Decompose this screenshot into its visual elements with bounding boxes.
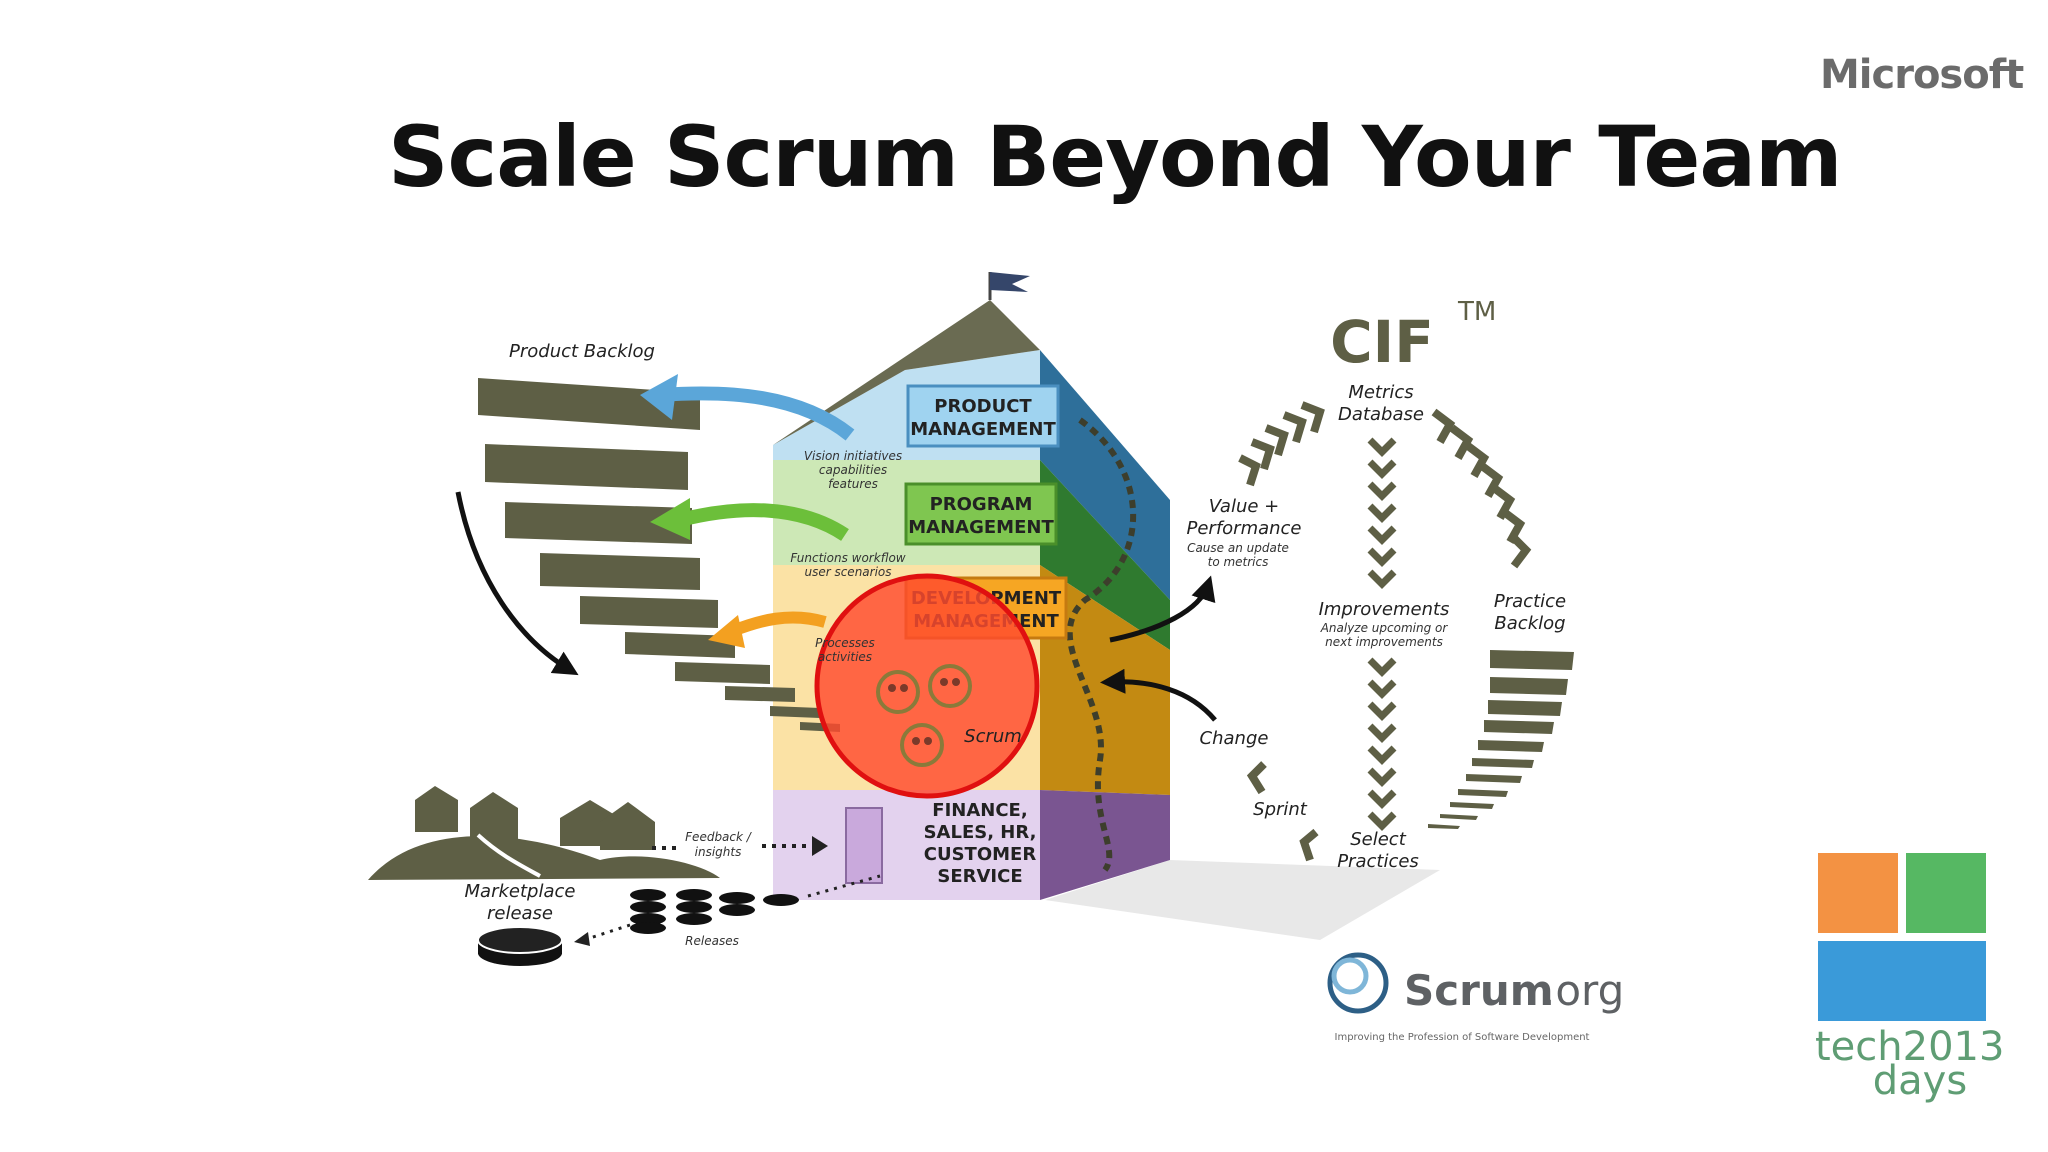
metrics-db-line1: Metrics [1348, 382, 1413, 403]
orange-arrow-head [708, 615, 745, 648]
program-management-line2: MANAGEMENT [908, 517, 1054, 538]
slide-title: Scale Scrum Beyond Your Team [388, 108, 1843, 206]
scrum-label: Scrum [964, 726, 1022, 747]
improvements-note-1: Analyze upcoming or [1320, 621, 1449, 635]
feedback-arrowhead [812, 836, 828, 856]
sprint-label: Sprint [1253, 799, 1308, 820]
processes-note-2: activities [818, 650, 872, 664]
value-perf-note-2: to metrics [1208, 555, 1269, 569]
improvements-label: Improvements [1319, 599, 1450, 620]
blue-arrow [659, 386, 855, 441]
functions-note-1: Functions workflow [790, 551, 905, 565]
product-management-line1: PRODUCT [934, 396, 1032, 417]
layer-program-side [1040, 460, 1170, 650]
change-label: Change [1200, 728, 1269, 749]
scrum-highlight-circle [814, 573, 1040, 799]
green-arrow-head [650, 498, 690, 540]
value-arrow [1109, 575, 1216, 643]
metrics-db-line2: Database [1338, 404, 1424, 425]
techdays-days: days [1872, 1058, 1968, 1104]
layer-product-side [1040, 350, 1170, 600]
marketplace-road [476, 833, 541, 878]
techdays-tile-orange [1818, 853, 1898, 933]
building-roof [773, 300, 1040, 445]
techdays-tech: tech [1815, 1024, 1903, 1070]
product-backlog-stairs [478, 378, 840, 732]
releases-label: Releases [685, 934, 739, 948]
product-management-line2: MANAGEMENT [910, 419, 1056, 440]
change-arrow [1100, 668, 1217, 722]
marketplace-line2: release [487, 903, 553, 924]
practice-backlog-stairs [1428, 650, 1574, 829]
practice-backlog-line1: Practice [1494, 591, 1566, 612]
vision-note-3: features [828, 477, 878, 491]
value-perf-note-1: Cause an update [1187, 541, 1289, 555]
feedback-line2: insights [695, 845, 742, 859]
marketplace-houses [415, 786, 655, 850]
layer-finance-face [773, 790, 1040, 900]
product-backlog-label: Product Backlog [509, 341, 655, 362]
release-flow-dots [807, 874, 881, 898]
techdays-tile-green [1906, 853, 1986, 933]
finance-line1: FINANCE, [932, 800, 1027, 821]
value-perf-line2: Performance [1186, 518, 1301, 539]
microsoft-logo: Microsoft [1820, 52, 2024, 98]
select-practices-line1: Select [1350, 829, 1406, 850]
scrumorg-tld: .org [1542, 966, 1624, 1015]
scrumorg-logo-icon [1327, 952, 1389, 1014]
functions-note-2: user scenarios [804, 565, 891, 579]
techdays-tile-blue [1818, 941, 1986, 1021]
finance-line3: CUSTOMER [924, 844, 1037, 865]
finance-line2: SALES, HR, [924, 822, 1037, 843]
release-arrowhead [574, 932, 590, 946]
release-to-market-dots [589, 923, 631, 940]
scrumorg-name: Scrum [1404, 966, 1554, 1015]
backlog-flow-arrow [455, 491, 579, 676]
vision-note-1: Vision initiatives [804, 449, 902, 463]
feedback-line1: Feedback / [685, 830, 753, 844]
sprint-chevrons [1246, 761, 1319, 862]
processes-note-1: Processes [815, 636, 875, 650]
building-shadow [1045, 860, 1440, 940]
green-arrow [678, 503, 849, 541]
finance-line4: SERVICE [937, 866, 1022, 887]
improvements-note-2: next improvements [1325, 635, 1443, 649]
value-perf-line1: Value + [1209, 496, 1279, 517]
scrum-cycles-icon [876, 664, 972, 767]
product-management-box [906, 384, 1060, 448]
techdays-logo [1818, 853, 1988, 1023]
building-spiral-chevrons [1066, 417, 1137, 872]
blue-arrow-head [640, 374, 678, 420]
center-chevrons [1367, 437, 1397, 831]
cif-tm: TM [1457, 297, 1496, 327]
left-arc-chevrons [1238, 401, 1325, 487]
scrum-team-icons [888, 678, 960, 745]
vision-note-2: capabilities [819, 463, 887, 477]
releases-stack [630, 889, 799, 934]
finance-door [845, 807, 883, 884]
techdays-text: tech2013 days [1815, 1027, 2004, 1104]
program-management-line1: PROGRAM [930, 494, 1033, 515]
techdays-year: 2013 [1902, 1024, 2005, 1070]
cif-title: CIF [1330, 308, 1434, 376]
right-arc-chevrons [1431, 408, 1532, 569]
practice-backlog-line2: Backlog [1494, 613, 1565, 634]
marketplace-release-disk [477, 926, 563, 966]
marketplace-line1: Marketplace [465, 881, 576, 902]
marketplace-hill [368, 836, 720, 880]
scrumorg-tagline: Improving the Profession of Software Dev… [1335, 1032, 1590, 1043]
flag-icon [990, 272, 1030, 292]
program-management-box [904, 482, 1058, 546]
select-practices-line2: Practices [1337, 851, 1419, 872]
